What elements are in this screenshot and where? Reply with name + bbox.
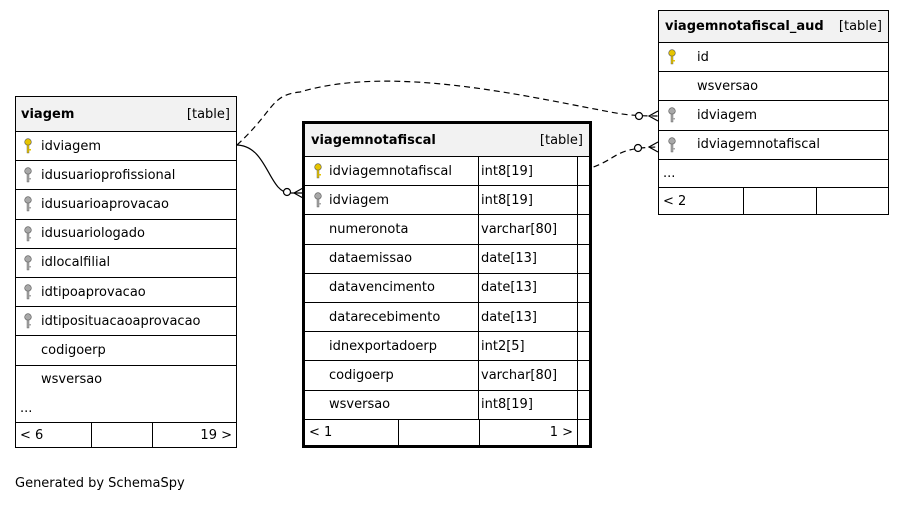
column-name: codigoerp (41, 342, 106, 358)
table-name: viagemnotafiscal (311, 132, 436, 148)
relationship-viagemnotafiscal-aud (583, 146, 659, 171)
parents-count[interactable]: < 2 (663, 193, 687, 209)
column-row-codigoerp[interactable]: codigoerp varchar[80] (305, 361, 589, 391)
table-name: viagemnotafiscal_aud (665, 19, 824, 34)
column-row-datarecebimento[interactable]: datarecebimento date[13] (305, 303, 589, 333)
column-name: wsversao (697, 78, 759, 94)
column-type: int8[19] (481, 192, 533, 208)
column-type: int8[19] (481, 397, 533, 413)
column-row-idviagemnotafiscal[interactable]: idviagemnotafiscal int8[19] (305, 157, 589, 187)
ellipsis: ... (663, 166, 676, 181)
column-row-idtiposituacaoaprovacao[interactable]: idtiposituacaoaprovacao (16, 307, 236, 337)
column-name: idtipoaprovacao (41, 284, 146, 300)
ellipsis-row: ... (16, 394, 236, 423)
relationship-viagem-viagemnotafiscal-aud (236, 80, 659, 146)
column-row-idtipoaprovacao[interactable]: idtipoaprovacao (16, 278, 236, 308)
table-header[interactable]: viagem [table] (16, 97, 236, 132)
table-footer: < 6 19 > (16, 423, 236, 447)
column-name: dataemissao (329, 251, 413, 267)
ellipsis-row: ... (659, 160, 888, 188)
foreign-key-icon (24, 255, 32, 275)
column-row-wsversao[interactable]: wsversao (16, 365, 236, 395)
column-type: date[13] (481, 280, 537, 296)
column-name: idviagem (697, 107, 758, 123)
column-name: idlocalfilial (41, 255, 111, 271)
column-row-dataemissao[interactable]: dataemissao date[13] (305, 244, 589, 274)
column-name: idviagem (329, 192, 390, 208)
column-row-idviagemnotafiscal[interactable]: idviagemnotafiscal (659, 130, 888, 160)
column-name: wsversao (41, 372, 103, 388)
column-row-idusuarioprofissional[interactable]: idusuarioprofissional (16, 161, 236, 191)
column-name: idusuarioaprovacao (41, 196, 169, 212)
column-row-idlocalfilial[interactable]: idlocalfilial (16, 248, 236, 278)
column-row-idusuariologado[interactable]: idusuariologado (16, 219, 236, 249)
column-row-idviagem[interactable]: idviagem (659, 101, 888, 131)
ellipsis: ... (20, 400, 33, 416)
column-name: idusuariologado (41, 226, 145, 242)
column-name: idviagem (41, 138, 102, 154)
column-name: wsversao (329, 397, 391, 413)
relationship-viagem-viagemnotafiscal (235, 144, 303, 194)
table-kind: [table] (838, 19, 882, 34)
table-kind: [table] (539, 132, 583, 148)
column-row-wsversao[interactable]: wsversao (659, 72, 888, 102)
column-type: int2[5] (481, 338, 525, 354)
column-row-codigoerp[interactable]: codigoerp (16, 336, 236, 366)
column-name: datarecebimento (329, 309, 441, 325)
column-type: date[13] (481, 309, 537, 325)
table-header[interactable]: viagemnotafiscal_aud [table] (659, 11, 888, 43)
table-header[interactable]: viagemnotafiscal [table] (305, 124, 589, 157)
table-viagemnotafiscal[interactable]: viagemnotafiscal [table] idviagemnotafis… (302, 121, 592, 448)
column-type: varchar[80] (481, 221, 558, 237)
column-row-idnexportadoerp[interactable]: idnexportadoerp int2[5] (305, 332, 589, 362)
column-type: int8[19] (481, 163, 533, 179)
parents-count[interactable]: < 1 (309, 425, 333, 440)
column-name: id (697, 49, 709, 65)
column-type: varchar[80] (481, 367, 558, 383)
foreign-key-icon (24, 225, 32, 246)
children-count[interactable]: 1 > (549, 425, 573, 440)
parents-count[interactable]: < 6 (20, 427, 44, 443)
column-row-id[interactable]: id (659, 43, 888, 73)
column-name: datavencimento (329, 280, 435, 296)
foreign-key-icon (24, 284, 32, 304)
foreign-key-icon (668, 107, 676, 127)
column-name: idviagemnotafiscal (697, 137, 820, 153)
column-name: idviagemnotafiscal (329, 163, 452, 179)
table-viagem[interactable]: viagem [table] idviagem idusuarioprofissi… (15, 96, 237, 448)
table-name: viagem (21, 106, 75, 122)
column-name: idusuarioprofissional (41, 167, 176, 183)
key-icon (668, 49, 676, 69)
foreign-key-icon (314, 192, 322, 212)
column-type: date[13] (481, 251, 537, 267)
table-viagemnotafiscal-aud[interactable]: viagemnotafiscal_aud [table] id wsversao i… (658, 10, 889, 215)
column-name: codigoerp (329, 367, 394, 383)
foreign-key-icon (24, 196, 32, 216)
column-row-idviagem[interactable]: idviagem (16, 132, 236, 162)
generated-by-footer: Generated by SchemaSpy (15, 476, 185, 491)
key-icon (24, 138, 32, 158)
table-footer: < 2 (659, 188, 888, 214)
column-row-idusuarioaprovacao[interactable]: idusuarioaprovacao (16, 190, 236, 220)
column-name: idtiposituacaoaprovacao (41, 313, 201, 329)
column-row-numeronota[interactable]: numeronota varchar[80] (305, 215, 589, 245)
children-count[interactable]: 19 > (200, 427, 232, 443)
column-row-datavencimento[interactable]: datavencimento date[13] (305, 273, 589, 303)
column-row-wsversao[interactable]: wsversao int8[19] (305, 390, 589, 420)
table-kind: [table] (186, 106, 230, 122)
column-name: idnexportadoerp (329, 338, 437, 354)
foreign-key-icon (24, 313, 32, 333)
foreign-key-icon (24, 167, 32, 187)
foreign-key-icon (668, 136, 676, 157)
column-row-idviagem[interactable]: idviagem int8[19] (305, 186, 589, 216)
column-name: numeronota (329, 221, 409, 237)
key-icon (314, 163, 322, 183)
table-footer: < 1 1 > (305, 420, 589, 445)
